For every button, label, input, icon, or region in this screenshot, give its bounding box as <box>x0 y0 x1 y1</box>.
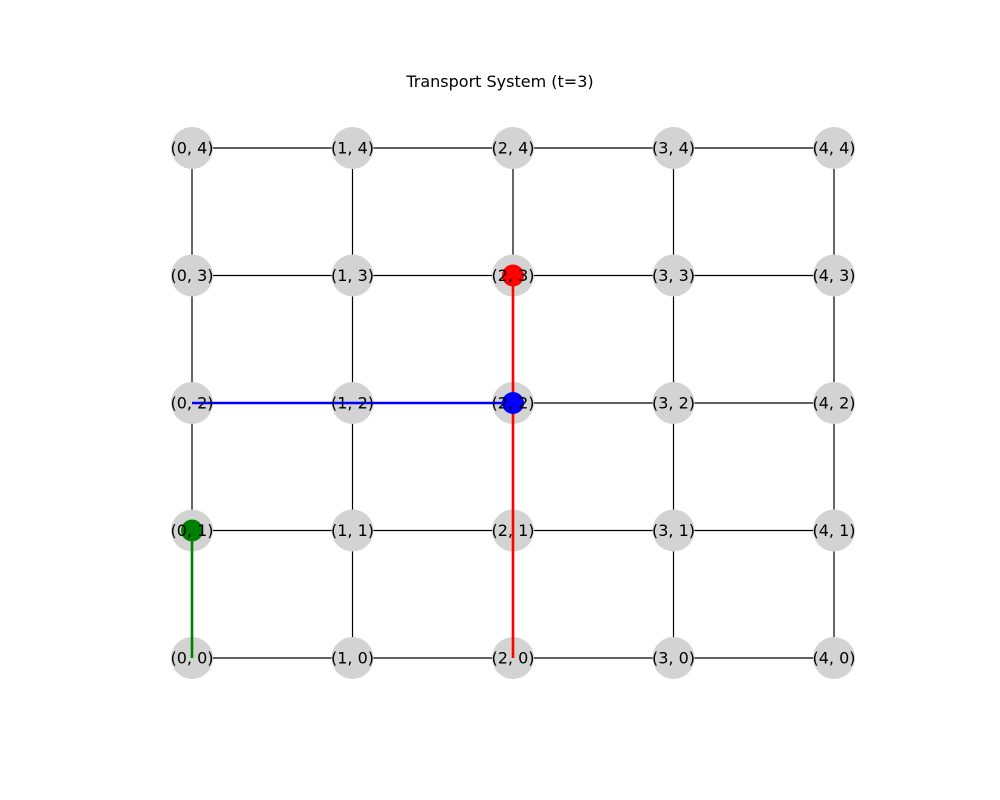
graph-node <box>813 254 855 297</box>
node-labels: (0, 0) (0, 1) (0, 2) (0, 3) (0, 4) (1, 0) (1, … <box>170 139 855 668</box>
vehicle-markers <box>181 264 524 542</box>
graph-node <box>171 127 213 169</box>
graph-node <box>171 254 213 297</box>
node-label: (4, 1) <box>812 521 855 540</box>
node-label: (0, 4) <box>170 139 213 158</box>
vehicle-marker <box>502 264 524 287</box>
node-label: (2, 3) <box>491 266 534 285</box>
node-label: (2, 0) <box>491 649 534 668</box>
node-label: (1, 4) <box>331 139 374 158</box>
node-label: (0, 1) <box>170 521 213 540</box>
graph-node <box>652 637 695 679</box>
vehicle-paths <box>190 275 515 658</box>
graph-node <box>331 637 374 679</box>
graph-node <box>813 637 855 679</box>
node-label: (2, 4) <box>491 139 534 158</box>
node-label: (3, 0) <box>652 649 695 668</box>
node-label: (2, 1) <box>491 521 534 540</box>
vehicle-marker <box>502 392 524 414</box>
node-label: (4, 3) <box>812 266 855 285</box>
node-label: (3, 2) <box>652 394 695 413</box>
node-label: (3, 1) <box>652 521 695 540</box>
graph-node <box>331 254 374 297</box>
vehicle-marker <box>181 519 203 542</box>
graph-node <box>652 127 695 169</box>
node-label: (1, 0) <box>331 649 374 668</box>
node-label: (1, 3) <box>331 266 374 285</box>
graph-node <box>652 382 695 424</box>
graph-node <box>492 127 534 169</box>
graph-node <box>813 382 855 424</box>
node-label: (1, 1) <box>331 521 374 540</box>
figure-title: Transport System (t=3) <box>406 72 594 91</box>
node-label: (4, 4) <box>812 139 855 158</box>
graph-node <box>652 254 695 297</box>
node-label: (2, 2) <box>491 394 534 413</box>
node-label: (0, 2) <box>170 394 213 413</box>
graph-node <box>331 509 374 552</box>
node-label: (1, 2) <box>331 394 374 413</box>
graph-node <box>331 127 374 169</box>
graph-node <box>813 127 855 169</box>
graph-node <box>813 509 855 552</box>
node-label: (0, 3) <box>170 266 213 285</box>
node-label: (4, 0) <box>812 649 855 668</box>
graph-node <box>652 509 695 552</box>
node-label: (3, 3) <box>652 266 695 285</box>
node-label: (0, 0) <box>170 649 213 668</box>
node-label: (4, 2) <box>812 394 855 413</box>
node-label: (3, 4) <box>652 139 695 158</box>
